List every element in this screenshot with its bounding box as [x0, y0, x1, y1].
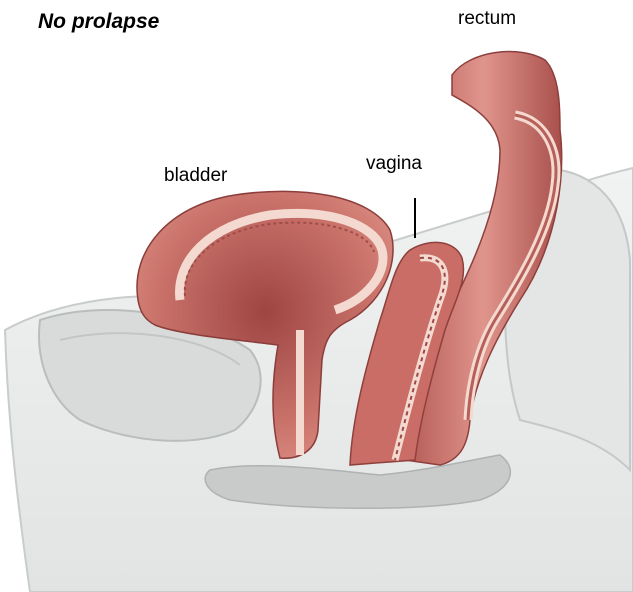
page-title: No prolapse [38, 10, 159, 34]
bladder-label: bladder [164, 165, 227, 187]
vagina-label: vagina [366, 153, 422, 175]
rectum-label: rectum [458, 8, 516, 30]
